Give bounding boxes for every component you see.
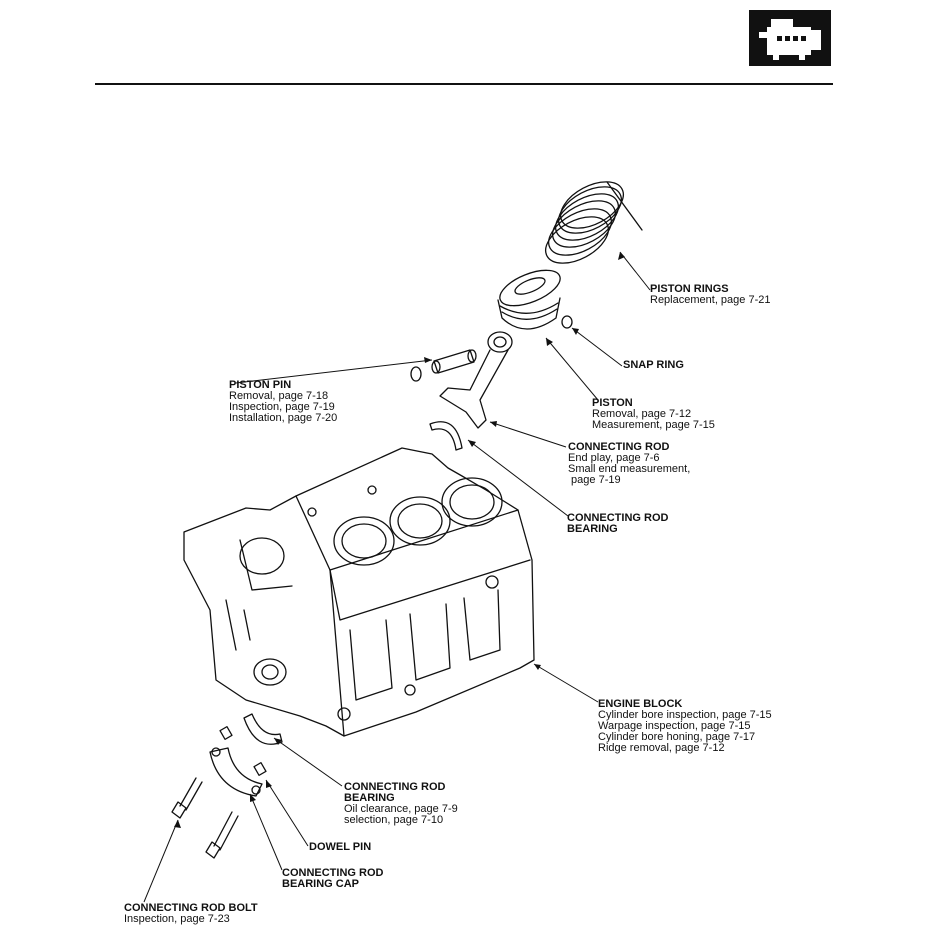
callout-title: BEARING CAP: [282, 878, 360, 890]
callout-line: Installation, page 7-20: [229, 412, 338, 424]
callout-line: Ridge removal, page 7-12: [598, 742, 725, 754]
callout-line: Removal, page 7-12: [592, 408, 692, 420]
lower-bearing-part: [243, 713, 283, 745]
callout-line: Cylinder bore inspection, page 7-15: [598, 709, 772, 721]
callout-title: CONNECTING ROD: [344, 781, 446, 793]
callout-line: Inspection, page 7-19: [229, 401, 335, 413]
callout-title: BEARING: [344, 792, 395, 804]
callout-title: PISTON PIN: [229, 379, 292, 391]
callout-title: DOWEL PIN: [309, 841, 372, 853]
callout-connecting-rod-bearing-cap: CONNECTING ROD BEARING CAP: [282, 868, 383, 890]
callout-line: Small end measurement,: [568, 463, 691, 475]
dowel-pin-part: [219, 726, 233, 740]
engine-block-part: [183, 447, 535, 737]
connecting-rod-part: [439, 331, 513, 429]
callout-dowel-pin: DOWEL PIN: [309, 842, 371, 853]
callout-connecting-rod: CONNECTING ROD End play, page 7-6 Small …: [568, 442, 690, 486]
callout-line: Inspection, page 7-23: [124, 913, 230, 925]
callout-line: selection, page 7-10: [344, 814, 444, 826]
leader-lines: [143, 251, 651, 903]
callout-piston: PISTON Removal, page 7-12 Measurement, p…: [592, 398, 715, 431]
callout-line: Measurement, page 7-15: [592, 419, 715, 431]
callout-connecting-rod-bearing-upper: CONNECTING ROD BEARING: [567, 513, 668, 535]
piston-rings-part: [545, 181, 643, 264]
piston-pin-part: [431, 349, 477, 374]
callout-connecting-rod-bolt: CONNECTING ROD BOLT Inspection, page 7-2…: [124, 903, 258, 925]
callout-connecting-rod-bearing-lower: CONNECTING ROD BEARING Oil clearance, pa…: [344, 782, 458, 826]
callout-title: CONNECTING ROD: [568, 441, 670, 453]
callout-piston-pin: PISTON PIN Removal, page 7-18 Inspection…: [229, 380, 337, 424]
callout-engine-block: ENGINE BLOCK Cylinder bore inspection, p…: [598, 699, 772, 754]
callout-title: CONNECTING ROD: [567, 512, 669, 524]
leader-arrowheads: [174, 252, 625, 828]
callout-line: Warpage inspection, page 7-15: [598, 720, 751, 732]
callout-piston-rings: PISTON RINGS Replacement, page 7-21: [650, 284, 770, 306]
callout-title: BEARING: [567, 523, 618, 535]
callout-line: Oil clearance, page 7-9: [344, 803, 458, 815]
upper-bearing-part: [429, 421, 463, 451]
callout-title: PISTON RINGS: [650, 283, 729, 295]
callout-title: PISTON: [592, 397, 633, 409]
connecting-rod-bolt-part: [171, 777, 239, 859]
callout-title: CONNECTING ROD: [282, 867, 384, 879]
bearing-cap-part: [209, 747, 263, 797]
callout-line: page 7-19: [568, 474, 621, 486]
callout-title: ENGINE BLOCK: [598, 698, 683, 710]
callout-snap-ring: SNAP RING: [623, 360, 684, 371]
callout-line: End play, page 7-6: [568, 452, 660, 464]
callout-line: Replacement, page 7-21: [650, 294, 771, 306]
callout-line: Removal, page 7-18: [229, 390, 329, 402]
snap-ring-part: [561, 315, 573, 329]
callout-line: Cylinder bore honing, page 7-17: [598, 731, 756, 743]
callout-title: CONNECTING ROD BOLT: [124, 902, 258, 914]
engine-icon: [749, 10, 831, 66]
header-rule: [95, 83, 833, 85]
piston-part: [497, 269, 561, 330]
callout-title: SNAP RING: [623, 359, 684, 371]
